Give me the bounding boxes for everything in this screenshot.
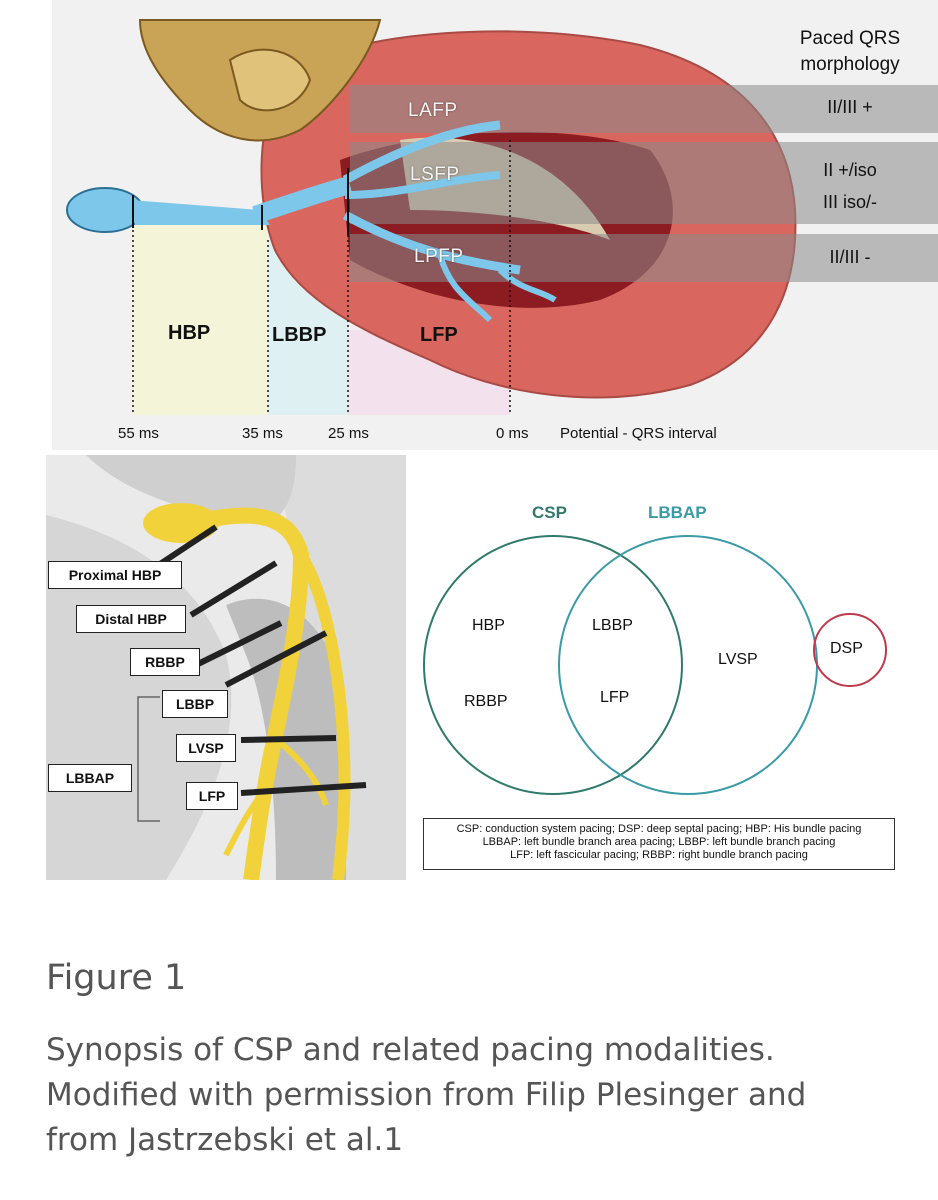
- lead-label-rbbp: RBBP: [130, 648, 200, 676]
- venn-lfp: LFP: [600, 689, 630, 706]
- venn-dsp: DSP: [830, 640, 863, 657]
- lbbap-bracket: [137, 696, 160, 822]
- heart-illustration: [66, 19, 938, 415]
- lead-label-lvsp: LVSP: [176, 734, 236, 762]
- valve-cusps: [228, 48, 312, 112]
- lead-label-lbbp: LBBP: [162, 690, 228, 718]
- lbbap-title: LBBAP: [648, 503, 707, 522]
- legend-line-2: LBBAP: left bundle branch area pacing; L…: [482, 836, 836, 848]
- qrs-band-1: [350, 85, 938, 133]
- csp-circle: [423, 535, 683, 795]
- qrs-morphology-title: Paced QRS morphology: [770, 26, 930, 78]
- lafp-label: LAFP: [408, 100, 458, 121]
- lafp-branch: [342, 120, 501, 184]
- time-35-label: 35 ms: [242, 425, 283, 442]
- time-25-label: 25 ms: [328, 425, 369, 442]
- venn-rbbp: RBBP: [464, 693, 508, 710]
- lbbap-circle: [558, 535, 818, 795]
- lsfp-branch: [344, 171, 501, 199]
- time-55-label: 55 ms: [118, 425, 159, 442]
- lpfp-twig-2: [497, 267, 557, 303]
- lead-illustration: [46, 455, 406, 880]
- hbp-zone: [133, 225, 268, 415]
- qrs-title-line-2: morphology: [800, 54, 900, 75]
- dsp-circle: [813, 613, 887, 687]
- lead-label-lfp: LFP: [186, 782, 238, 810]
- hbp-zone-label: HBP: [168, 322, 211, 344]
- lead-group-label-lbbap: LBBAP: [48, 764, 132, 792]
- qrs-band-3-label: II/III -: [829, 247, 871, 267]
- csp-title: CSP: [532, 503, 567, 522]
- his-bundle-trunk: [130, 200, 270, 225]
- lpfp-label: LPFP: [414, 246, 464, 267]
- venn-diagram: [423, 535, 887, 795]
- legend-line-3: LFP: left fascicular pacing; RBBP: right…: [510, 849, 808, 861]
- venn-lbbp: LBBP: [592, 617, 633, 634]
- caption-line-2: Modified with permission from Filip Ples…: [46, 1077, 807, 1113]
- caption-line-3: from Jastrzebski et al.1: [46, 1122, 404, 1158]
- legend-line-1: CSP: conduction system pacing; DSP: deep…: [456, 823, 862, 835]
- lbbp-zone-label: LBBP: [272, 324, 327, 346]
- lfp-zone-label: LFP: [420, 324, 458, 346]
- figure-title: Figure 1: [46, 958, 187, 998]
- lsfp-label: LSFP: [410, 164, 460, 185]
- qrs-band-2a-label: II +/iso: [823, 160, 877, 180]
- lpfp-branch: [342, 211, 521, 275]
- lead-label-proximal-hbp: Proximal HBP: [48, 561, 182, 589]
- axis-label: Potential - QRS interval: [560, 425, 717, 442]
- his-bundle-bulb: [66, 187, 144, 233]
- abbreviation-legend: CSP: conduction system pacing; DSP: deep…: [423, 818, 895, 870]
- figure-caption: Synopsis of CSP and related pacing modal…: [46, 1028, 926, 1163]
- qrs-band-1-label: II/III +: [827, 97, 873, 117]
- lpfp-twig-1: [437, 254, 493, 323]
- time-0-label: 0 ms: [496, 425, 529, 442]
- qrs-band-2b-label: III iso/-: [822, 192, 877, 212]
- qrs-title-line-1: Paced QRS: [799, 28, 901, 49]
- venn-lvsp: LVSP: [718, 651, 758, 668]
- left-bundle: [252, 176, 353, 224]
- venn-hbp: HBP: [472, 617, 505, 634]
- caption-line-1: Synopsis of CSP and related pacing modal…: [46, 1032, 775, 1068]
- lead-label-distal-hbp: Distal HBP: [76, 605, 186, 633]
